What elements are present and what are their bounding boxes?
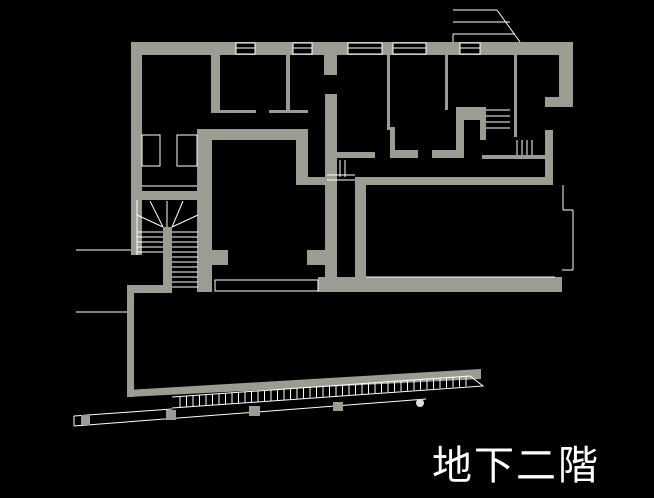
wall-lower-left [127,285,134,397]
drain-icon [416,399,424,407]
wall-stub-top [324,55,337,75]
wall-room-a-left [387,55,390,130]
wall-hall-vertical [355,177,366,290]
staircase-top-right [452,9,521,43]
wall-left [131,42,142,255]
pillar [249,406,260,416]
wall-room-b-left [445,55,448,110]
fixture-box [176,134,198,167]
wall-room-c-bottom [482,155,548,159]
wall-center-room-right [296,129,308,185]
fixture-box [141,134,161,167]
wall-room-c-left [514,55,517,137]
stair-steps [137,109,533,408]
staircase-left [136,200,199,255]
wall-upper-left-dotted [211,55,220,113]
fixtures [76,134,574,313]
wall-nub-right [307,250,325,265]
wall-room-b-nook [456,107,486,158]
floor-title: 地下二階 [432,443,600,489]
wall-nub-left [212,250,228,265]
wall-corridor-vertical [325,94,337,277]
wall-mid-horizontal [355,177,553,185]
wall-bottom [318,277,562,292]
wall-upper-left-h1 [211,110,256,113]
interior-walls [142,55,553,293]
wall-center-room-top [197,129,308,140]
wall-center-link [296,177,337,185]
windows [235,42,481,55]
wall-room-b-bottom [432,150,458,158]
wall-stair-mid [163,227,172,293]
exterior-walls [127,42,573,397]
wall-upper-right-corridor [546,130,553,160]
wall-slanted-bottom [127,369,481,397]
pillar [166,410,176,420]
pillar [81,415,90,425]
lower-ramp [73,375,485,427]
wall-corridor-horizontal [337,152,375,158]
wall-left-room-bottom [142,191,198,200]
wall-upper-left-h2 [269,110,308,113]
wall-right-upper [559,42,573,107]
threshold [214,279,319,292]
wall-room-a-step [387,127,418,158]
wall-center-room-left [197,129,212,292]
wall-upper-left-v [286,55,290,110]
pillar [333,402,343,411]
wall-right-step [545,97,573,107]
wall-lower-left-top [127,285,172,293]
